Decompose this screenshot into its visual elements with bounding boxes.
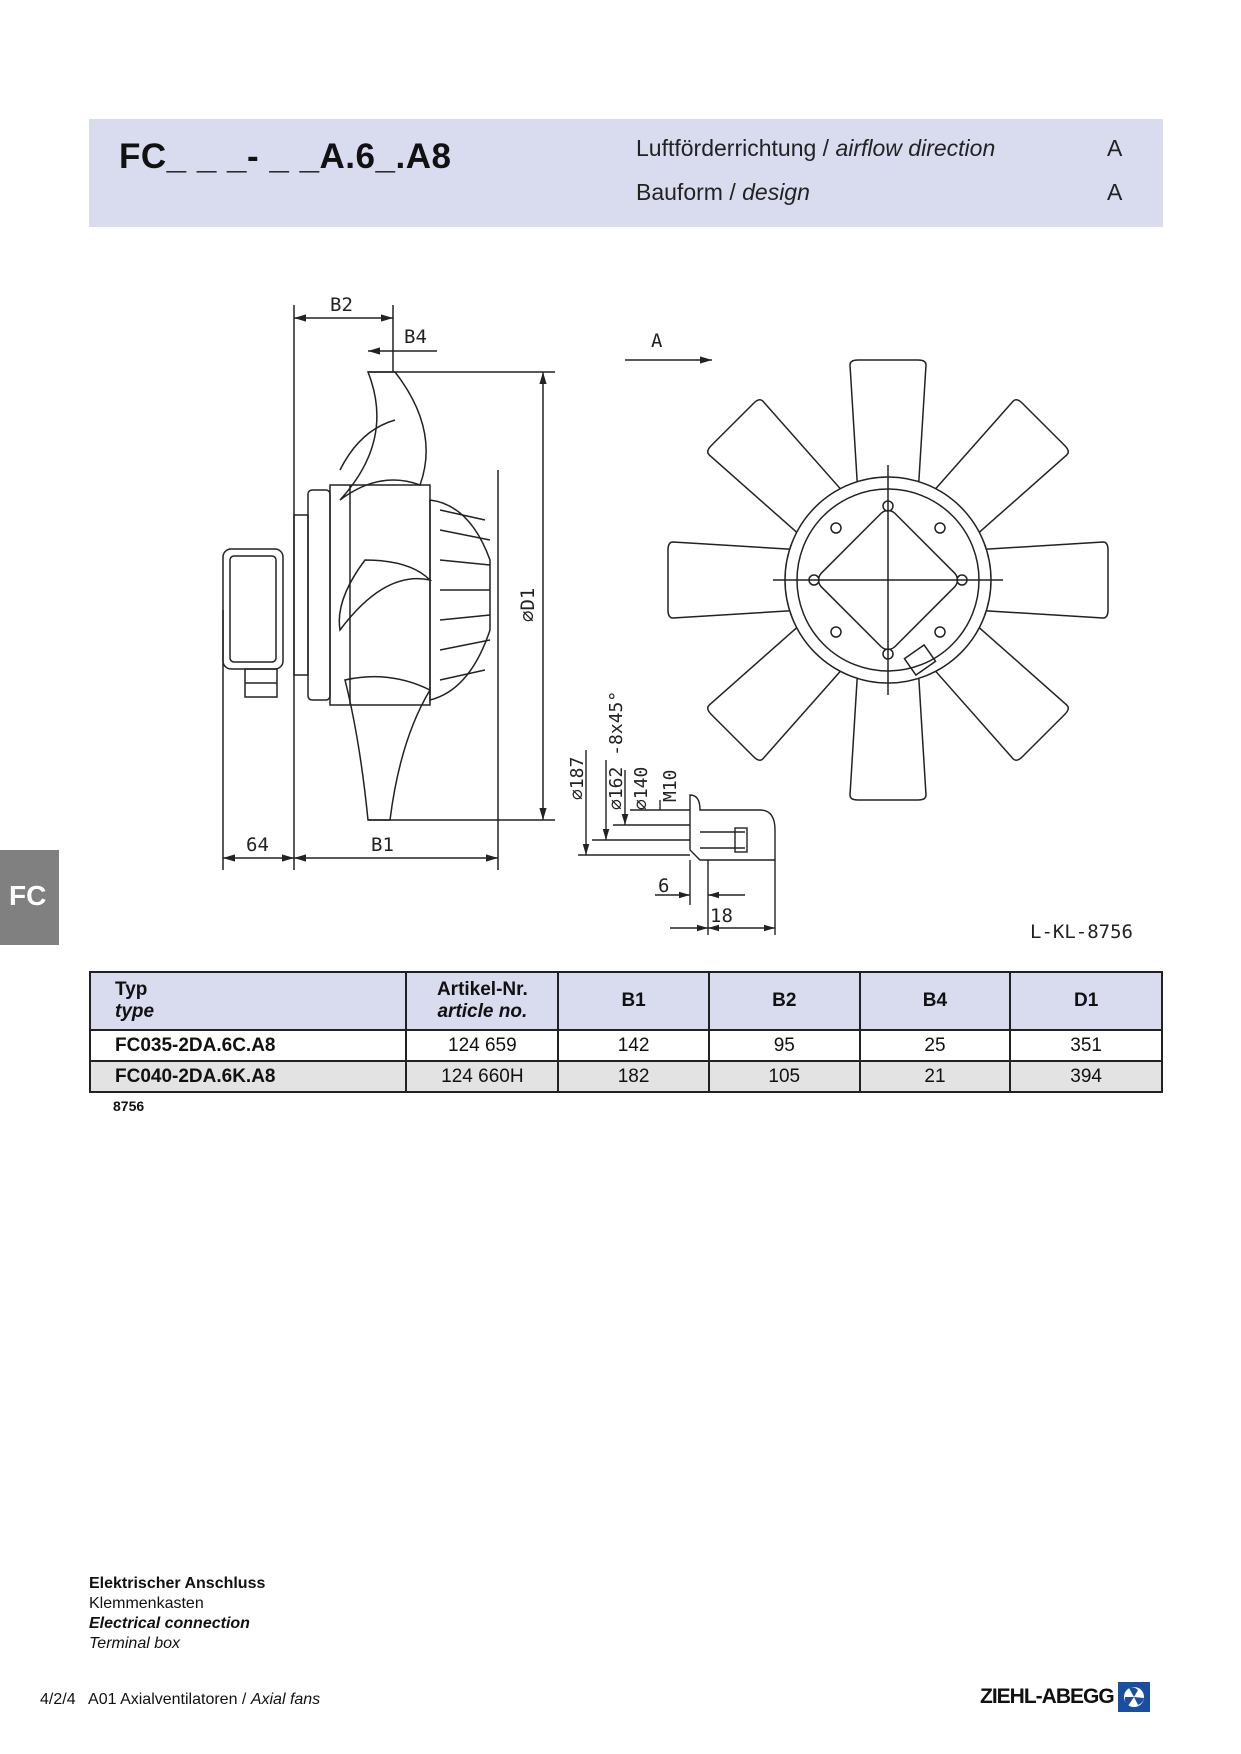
electrical-heading-de: Elektrischer Anschluss — [89, 1575, 266, 1592]
design-label: Bauform / design — [636, 179, 810, 206]
dim-m10-label: M10 — [660, 769, 681, 802]
header-b1: B1 — [557, 971, 710, 1031]
header-article-en: article no. — [437, 1001, 528, 1022]
table-row: FC040-2DA.6K.A8 124 660H 182 105 21 394 — [88, 1060, 1163, 1093]
airflow-arrow-label: A — [651, 330, 663, 352]
header-article: Artikel-Nr. article no. — [405, 971, 560, 1031]
airflow-direction-label-de: Luftförderrichtung / — [636, 135, 836, 161]
side-view — [222, 305, 555, 870]
header-b4: B4 — [858, 971, 1012, 1031]
header-type-de: Typ — [115, 979, 148, 1000]
header-d1: D1 — [1009, 971, 1163, 1031]
electrical-sub-de: Klemmenkasten — [89, 1595, 204, 1612]
brand-fan-icon — [1117, 1682, 1150, 1712]
table-header-row: Typ type Artikel-Nr. article no. B1 B2 B… — [88, 971, 1163, 1031]
table-row: FC035-2DA.6C.A8 124 659 142 95 25 351 — [88, 1029, 1163, 1062]
technical-drawing: B2 B4 ⌀D1 64 B1 — [222, 294, 1133, 943]
dim-b1-label: B1 — [371, 834, 394, 856]
dim-d140-label: ⌀140 — [631, 767, 652, 810]
dim-b2-label: B2 — [330, 294, 353, 316]
header-band: FC_ _ _- _ _A.6_.A8 Luftförderrichtung /… — [89, 119, 1163, 227]
brand-logo: ZIEHL-ABEGG — [980, 1681, 1151, 1713]
dim-d187-label: ⌀187 — [567, 757, 588, 800]
dimension-table: Typ type Artikel-Nr. article no. B1 B2 B… — [88, 971, 1163, 1093]
header-b2: B2 — [707, 971, 861, 1031]
header-type-en: type — [115, 1001, 155, 1022]
section-de: A01 Axialventilatoren / — [88, 1691, 251, 1708]
cell-article: 124 660H — [405, 1060, 560, 1093]
airflow-direction-label: Luftförderrichtung / airflow direction — [636, 135, 995, 162]
cell-b1: 142 — [557, 1029, 710, 1062]
drawing-reference: L-KL-8756 — [1030, 921, 1133, 943]
section-tab: FC — [0, 850, 59, 945]
dim-d1-label: ⌀D1 — [517, 588, 539, 622]
electrical-sub-en: Terminal box — [89, 1635, 181, 1652]
airflow-direction-value: A — [1107, 135, 1123, 161]
brand-name: ZIEHL-ABEGG — [980, 1685, 1115, 1708]
dim-b4-label: B4 — [404, 326, 427, 348]
cell-b4: 25 — [858, 1029, 1012, 1062]
front-view — [625, 356, 1109, 801]
model-title: FC_ _ _- _ _A.6_.A8 — [119, 137, 452, 176]
cell-type: FC035-2DA.6C.A8 — [88, 1029, 408, 1062]
design-label-en: design — [742, 179, 810, 205]
cell-d1: 351 — [1009, 1029, 1163, 1062]
table-note: 8756 — [113, 1098, 145, 1114]
dim-6-label: 6 — [658, 875, 669, 897]
dim-d162-label: ⌀162 -8x45° — [606, 691, 627, 810]
cell-b4: 21 — [858, 1060, 1012, 1093]
cell-b1: 182 — [557, 1060, 710, 1093]
section-en: Axial fans — [250, 1691, 321, 1708]
electrical-connection: Elektrischer Anschluss Klemmenkasten Ele… — [89, 1574, 265, 1654]
dim-18-label: 18 — [710, 905, 733, 927]
cell-b2: 95 — [707, 1029, 861, 1062]
header-article-de: Artikel-Nr. — [436, 979, 528, 1000]
header-type: Typ type — [88, 971, 408, 1031]
electrical-heading-en: Electrical connection — [89, 1615, 250, 1632]
page-number: 4/2/4 — [40, 1691, 76, 1708]
section-tab-label: FC — [9, 880, 47, 911]
design-label-de: Bauform / — [636, 179, 743, 205]
mounting-detail — [578, 750, 776, 935]
dim-64-label: 64 — [246, 834, 269, 856]
cell-d1: 394 — [1009, 1060, 1163, 1093]
cell-article: 124 659 — [405, 1029, 560, 1062]
cell-type: FC040-2DA.6K.A8 — [88, 1060, 408, 1093]
cell-b2: 105 — [707, 1060, 861, 1093]
page-footer: 4/2/4 A01 Axialventilatoren / Axial fans — [40, 1691, 320, 1709]
airflow-direction-label-en: airflow direction — [835, 135, 996, 161]
design-value: A — [1107, 179, 1123, 205]
